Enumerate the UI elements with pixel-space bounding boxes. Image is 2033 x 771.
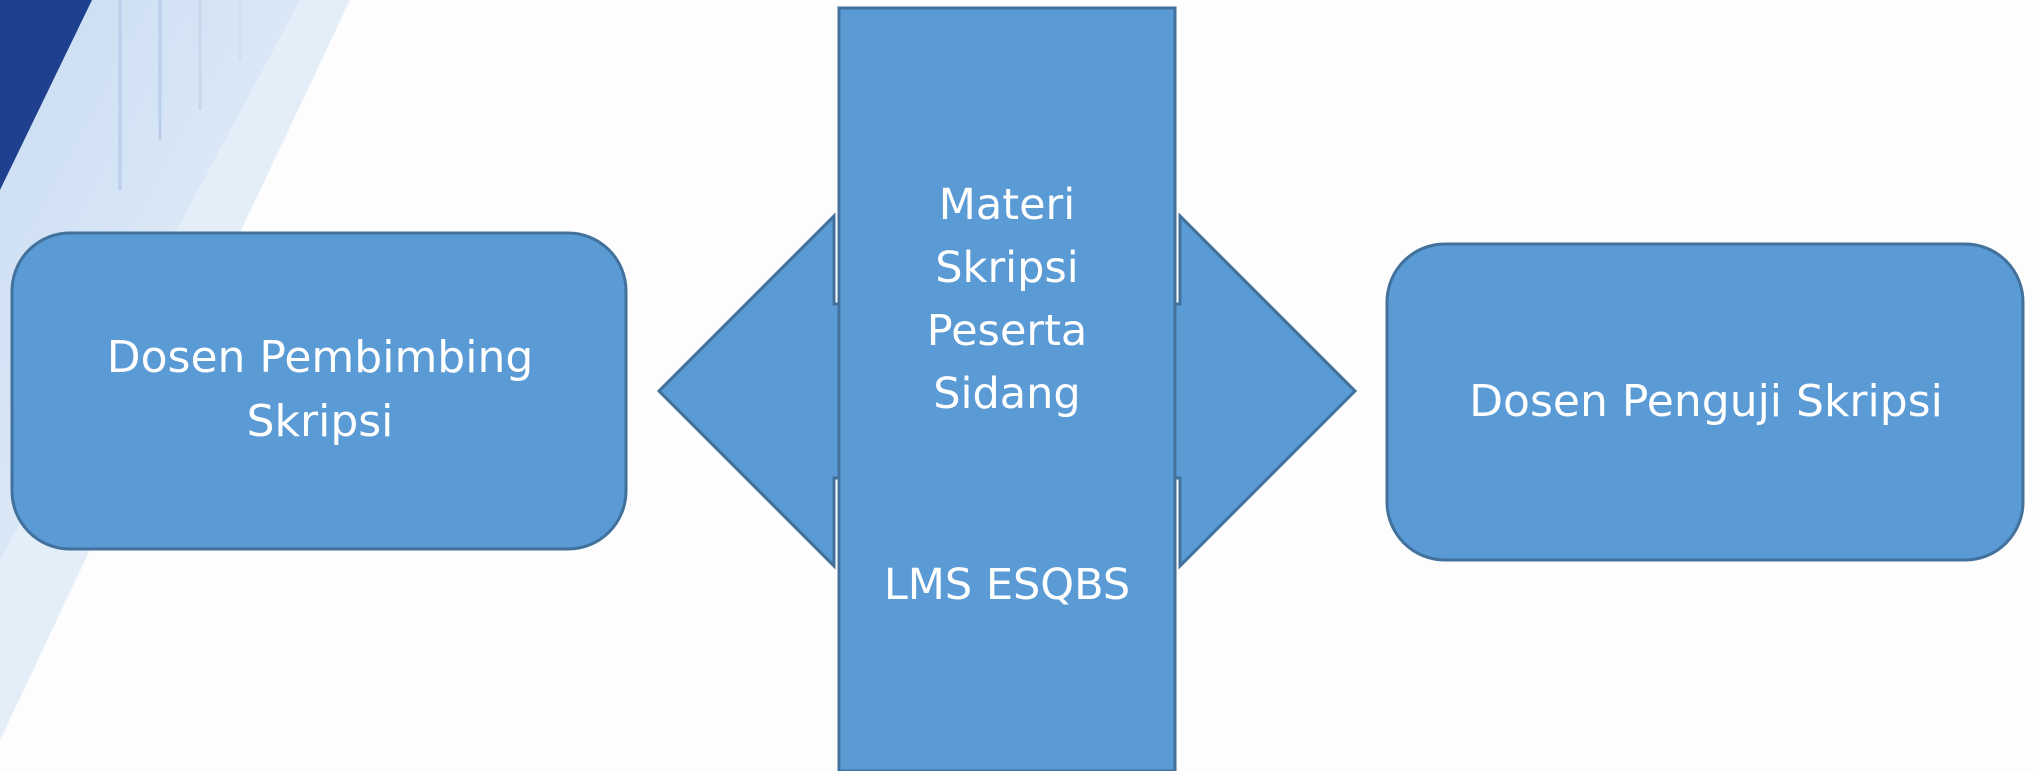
box-dosen-penguji: [1385, 242, 2025, 562]
decor-dark-stripe: [0, 0, 92, 190]
center-rectangle: [837, 6, 1177, 771]
label-lms: LMS ESQBS: [883, 560, 1131, 610]
label-dosen-penguji: Dosen Penguji Skripsi: [1469, 376, 1943, 427]
label-materi-skripsi: Materi Skripsi Peserta Sidang: [926, 180, 1088, 419]
box-dosen-pembimbing: [10, 231, 628, 551]
label-dosen-pembimbing: Dosen Pembimbing Skripsi: [106, 332, 534, 447]
